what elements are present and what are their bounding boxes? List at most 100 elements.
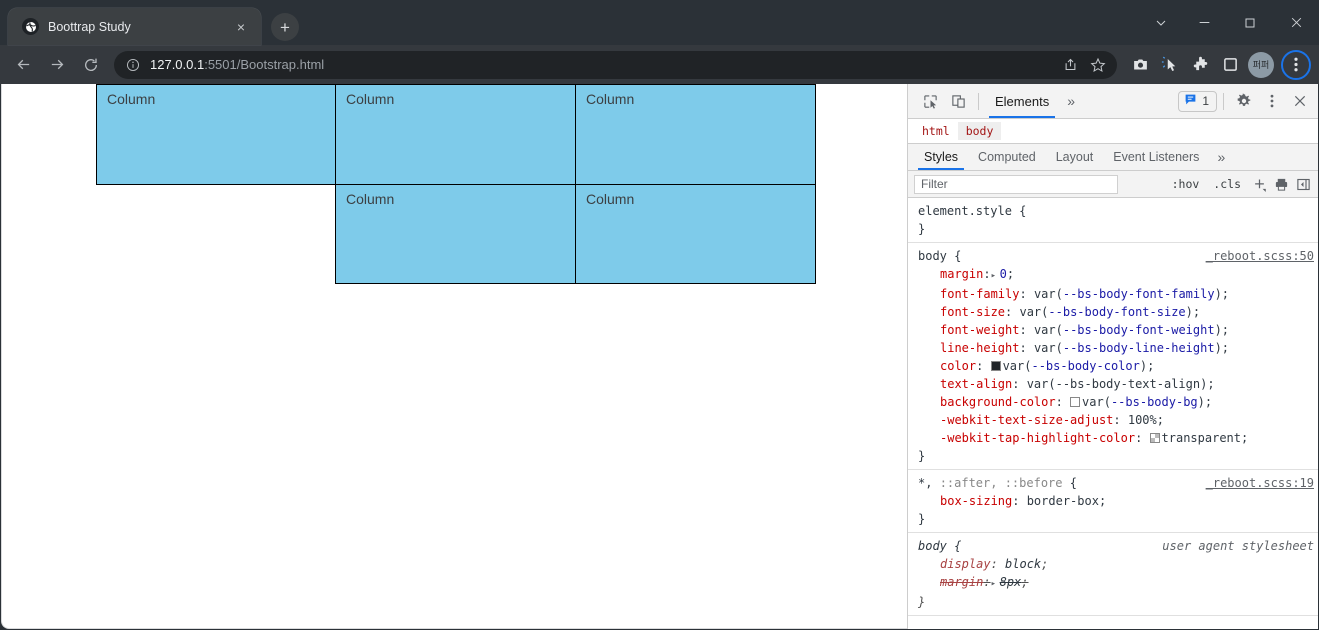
declaration[interactable]: background-color: var(--bs-body-bg);	[940, 395, 1213, 409]
color-swatch[interactable]	[1149, 433, 1160, 443]
tab-close-icon[interactable]: ×	[236, 18, 246, 35]
declaration[interactable]: line-height: var(--bs-body-line-height);	[940, 341, 1230, 355]
close-icon[interactable]	[1273, 0, 1319, 45]
tab-layout[interactable]: Layout	[1055, 150, 1094, 164]
declaration[interactable]: font-weight: var(--bs-body-font-weight);	[940, 323, 1230, 337]
grid-row-1: Column Column Column	[96, 84, 816, 185]
rule-selector[interactable]: *, ::after, ::before {	[918, 476, 1077, 490]
rule-header: element.style {	[918, 202, 1318, 220]
property-name: display	[940, 557, 991, 571]
property-value[interactable]: var(var(--bs-body-font-family)--bs-body-…	[1033, 287, 1222, 301]
devtools-tabs-overflow[interactable]: »	[1067, 93, 1075, 109]
rule-selector: body {	[918, 539, 962, 553]
grid-row-2: Column Column	[335, 184, 816, 284]
declaration[interactable]: font-size: var(--bs-body-font-size);	[940, 305, 1201, 319]
property-value[interactable]: 0	[999, 267, 1007, 281]
tab-computed[interactable]: Computed	[978, 150, 1036, 164]
minimize-icon[interactable]	[1181, 0, 1227, 45]
property-value[interactable]: var(--bs-body-text-align)	[1026, 377, 1208, 391]
declaration[interactable]: margin:▸8px;	[918, 573, 1318, 593]
expand-arrow-icon[interactable]: ▸	[990, 579, 997, 589]
property-value[interactable]: var(--bs-body-font-size)	[1019, 305, 1193, 319]
square-panel-icon[interactable]	[1215, 48, 1245, 82]
property-name: background-color	[940, 395, 1056, 409]
console-message-icon	[1184, 93, 1197, 109]
new-tab-button[interactable]: +	[271, 13, 299, 41]
maximize-icon[interactable]	[1227, 0, 1273, 45]
declaration[interactable]: box-sizing: border-box;	[940, 494, 1107, 508]
back-arrow-icon[interactable]	[6, 48, 40, 82]
property-value[interactable]: var(--bs-body-bg)	[1082, 395, 1205, 409]
hov-toggle[interactable]: :hov	[1171, 177, 1200, 191]
kebab-menu-icon[interactable]	[1281, 49, 1311, 80]
color-swatch[interactable]	[1070, 397, 1081, 407]
property-value[interactable]: var(--bs-body-color)	[1002, 359, 1148, 373]
bootstrap-grid: Column Column Column Column Column	[96, 84, 816, 284]
browser-tab[interactable]: Boottrap Study ×	[8, 8, 261, 45]
property-name: text-align	[940, 377, 1013, 391]
divider	[978, 92, 979, 110]
expand-arrow-icon[interactable]: ▸	[990, 271, 997, 281]
rule-origin-link[interactable]: _reboot.scss:19	[1205, 476, 1314, 490]
address-bar[interactable]: 127.0.0.1:5501/Bootstrap.html	[114, 50, 1117, 79]
globe-icon	[22, 18, 39, 35]
filter-input[interactable]: Filter	[914, 174, 1118, 194]
forward-arrow-icon[interactable]	[40, 48, 74, 82]
declaration[interactable]: margin:▸0;	[918, 265, 1318, 285]
style-rule[interactable]: element.style { }	[908, 198, 1318, 243]
property-value[interactable]: 8px	[999, 575, 1022, 589]
rule-selector[interactable]: element.style {	[918, 204, 1027, 218]
style-rule[interactable]: *, ::after, ::before { _reboot.scss:19 b…	[908, 470, 1318, 533]
console-message-badge[interactable]: 1	[1178, 90, 1217, 112]
url-host: 127.0.0.1	[150, 57, 205, 72]
declaration[interactable]: font-family: var(var(--bs-body-font-fami…	[940, 287, 1230, 301]
new-style-rule-button[interactable]	[1248, 173, 1270, 195]
toggle-sidebar-icon[interactable]	[1292, 173, 1314, 195]
cursor-click-icon[interactable]	[1155, 48, 1185, 82]
kebab-menu-icon[interactable]	[1258, 87, 1286, 115]
style-rule[interactable]: body { _reboot.scss:50 margin:▸0; font-f…	[908, 243, 1318, 470]
device-toolbar-icon[interactable]	[944, 87, 972, 115]
gear-icon[interactable]	[1230, 87, 1258, 115]
property-value[interactable]: var(--bs-body-font-weight)	[1033, 323, 1222, 337]
declaration[interactable]: -webkit-tap-highlight-color: transparent…	[940, 431, 1249, 445]
property-value[interactable]: transparent	[1161, 431, 1242, 445]
declaration[interactable]: text-align: var(--bs-body-text-align);	[940, 377, 1215, 391]
declaration[interactable]: color: var(--bs-body-color);	[940, 359, 1155, 373]
property-name: margin	[940, 267, 984, 281]
tab-search-icon[interactable]	[1141, 0, 1181, 45]
avatar[interactable]: 퍼퍼	[1248, 51, 1274, 78]
style-rule-user-agent[interactable]: body { user agent stylesheet display: bl…	[908, 533, 1318, 616]
camera-icon[interactable]	[1125, 48, 1155, 82]
inspect-element-icon[interactable]	[916, 87, 944, 115]
close-icon[interactable]	[1286, 87, 1314, 115]
property-value[interactable]: 100%	[1127, 413, 1157, 427]
devtools-topbar: Elements » 1	[908, 84, 1318, 119]
puzzle-icon[interactable]	[1185, 48, 1215, 82]
share-icon[interactable]	[1057, 52, 1083, 78]
cls-toggle[interactable]: .cls	[1213, 177, 1241, 191]
color-swatch[interactable]	[990, 361, 1001, 371]
star-icon[interactable]	[1085, 52, 1111, 78]
tab-event-listeners[interactable]: Event Listeners	[1113, 150, 1200, 164]
property-value[interactable]: border-box	[1026, 494, 1099, 508]
url-text[interactable]: 127.0.0.1:5501/Bootstrap.html	[150, 57, 1057, 72]
rule-origin-link[interactable]: _reboot.scss:50	[1205, 249, 1314, 263]
declaration[interactable]: display: block;	[940, 557, 1049, 571]
print-style-icon[interactable]	[1270, 173, 1292, 195]
reload-icon[interactable]	[74, 48, 108, 82]
rule-selector[interactable]: body {	[918, 249, 962, 263]
styles-rules-list[interactable]: element.style { } body { _reboot.scss:50…	[908, 198, 1318, 629]
panel-tabs-overflow[interactable]: »	[1217, 149, 1226, 165]
tab-elements[interactable]: Elements	[985, 84, 1059, 118]
tab-styles[interactable]: Styles	[914, 144, 968, 170]
breadcrumb-item-body[interactable]: body	[957, 122, 1002, 140]
selector-text: element.style	[918, 204, 1012, 218]
property-value[interactable]: block	[1005, 557, 1042, 571]
breadcrumb-item-html[interactable]: html	[922, 124, 950, 138]
info-circle-icon[interactable]	[124, 56, 142, 74]
console-message-count: 1	[1202, 94, 1209, 108]
property-name: color	[940, 359, 977, 373]
property-value[interactable]: var(--bs-body-line-height)	[1033, 341, 1222, 355]
declaration[interactable]: -webkit-text-size-adjust: 100%;	[940, 413, 1164, 427]
